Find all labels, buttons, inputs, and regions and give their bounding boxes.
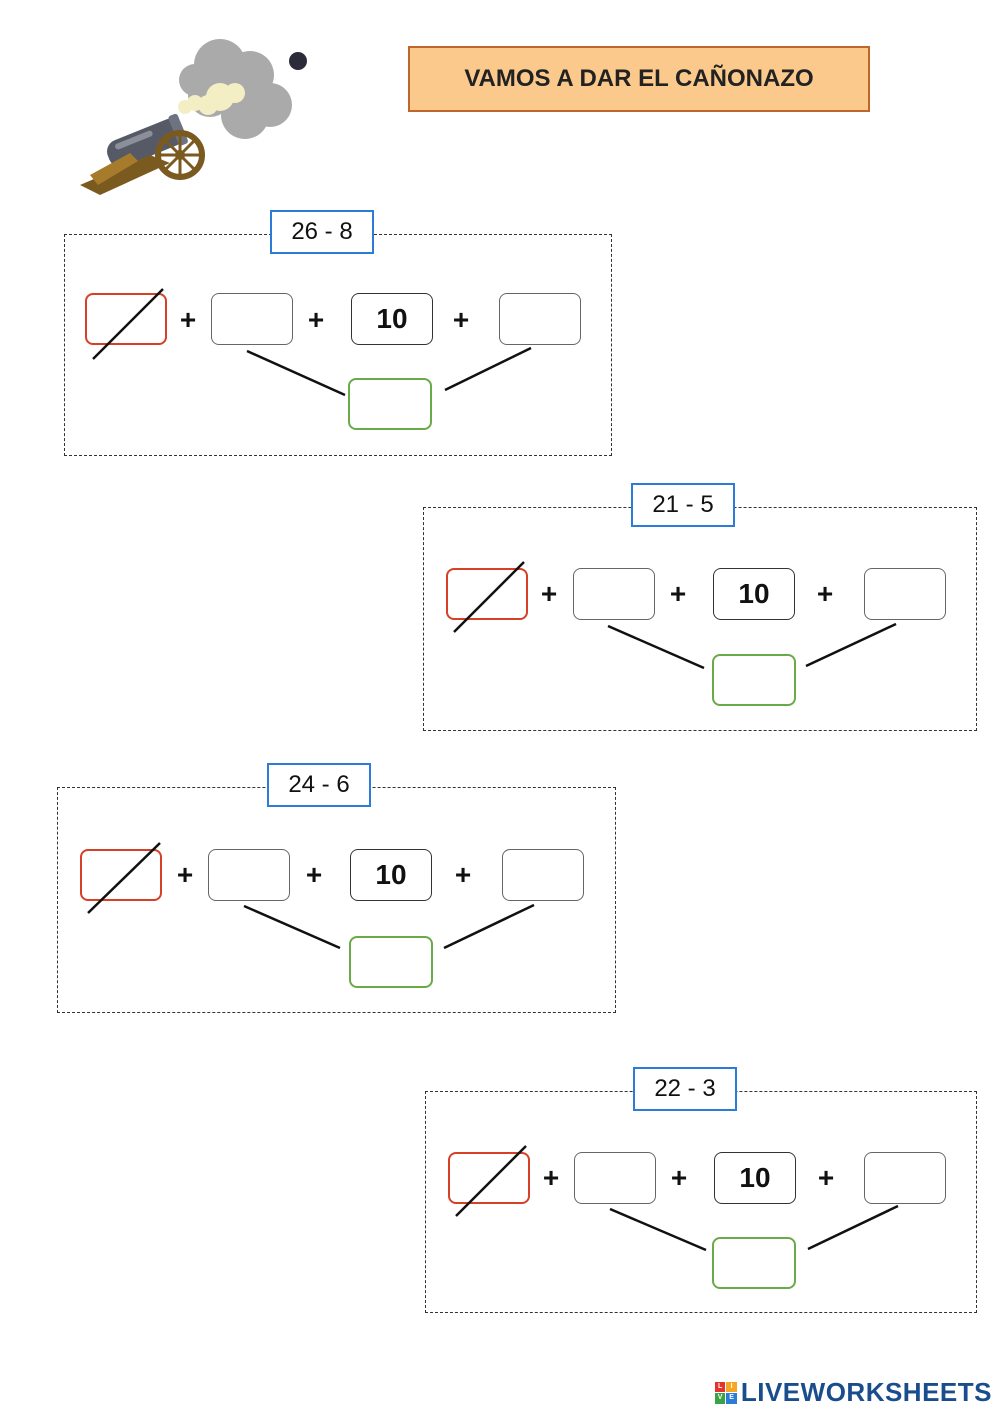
- brand-name: LIVEWORKSHEETS: [740, 1377, 992, 1407]
- plus-sign: +: [669, 578, 687, 609]
- plus-sign: +: [542, 1162, 560, 1193]
- strike-line-icon: [87, 842, 161, 914]
- plus-sign: +: [454, 859, 472, 890]
- operation-label: 22 - 3: [633, 1067, 737, 1111]
- operation-label: 24 - 6: [267, 763, 371, 807]
- answer-box-remaining-units[interactable]: [864, 568, 946, 620]
- plus-sign: +: [817, 1162, 835, 1193]
- answer-input[interactable]: [222, 304, 282, 334]
- crossed-out-box: [80, 842, 162, 914]
- answer-input[interactable]: [361, 947, 421, 977]
- tens-box: 10: [713, 568, 795, 620]
- plus-sign: +: [179, 304, 197, 335]
- result-box[interactable]: [712, 1237, 796, 1289]
- answer-input[interactable]: [360, 389, 420, 419]
- answer-input[interactable]: [584, 579, 644, 609]
- crossed-out-box: [85, 288, 167, 360]
- plus-sign: +: [305, 859, 323, 890]
- plus-sign: +: [452, 304, 470, 335]
- worksheet-title: VAMOS A DAR EL CAÑONAZO: [408, 46, 870, 112]
- crossed-out-box: [446, 561, 528, 633]
- liveworksheets-logo: L I V E LIVEWORKSHEETS: [714, 1377, 992, 1408]
- answer-input[interactable]: [585, 1163, 645, 1193]
- liveworksheets-mark-icon: L I V E: [714, 1381, 737, 1404]
- answer-box-remaining-units[interactable]: [864, 1152, 946, 1204]
- plus-sign: +: [816, 578, 834, 609]
- strike-line-icon: [92, 288, 164, 360]
- exercise-block: 21 - 5 + + 10 +: [423, 483, 977, 731]
- answer-box-remaining-units[interactable]: [502, 849, 584, 901]
- plus-sign: +: [670, 1162, 688, 1193]
- exercise-block: 26 - 8 + + 10 +: [64, 210, 612, 456]
- cannon-firing-icon: [80, 39, 307, 195]
- answer-box-units-part[interactable]: [573, 568, 655, 620]
- answer-input[interactable]: [513, 860, 573, 890]
- answer-input[interactable]: [724, 665, 784, 695]
- operation-label: 21 - 5: [631, 483, 735, 527]
- answer-input[interactable]: [724, 1248, 784, 1278]
- answer-input[interactable]: [510, 304, 570, 334]
- plus-sign: +: [307, 304, 325, 335]
- tens-box: 10: [351, 293, 433, 345]
- answer-input[interactable]: [875, 1163, 935, 1193]
- strike-line-icon: [455, 1145, 527, 1217]
- result-box[interactable]: [712, 654, 796, 706]
- plus-sign: +: [176, 859, 194, 890]
- result-box[interactable]: [348, 378, 432, 430]
- answer-input[interactable]: [219, 860, 279, 890]
- answer-box-remaining-units[interactable]: [499, 293, 581, 345]
- exercise-block: 24 - 6 + + 10 +: [57, 763, 616, 1013]
- answer-box-units-part[interactable]: [211, 293, 293, 345]
- crossed-out-box: [448, 1145, 530, 1217]
- operation-label: 26 - 8: [270, 210, 374, 254]
- answer-box-units-part[interactable]: [208, 849, 290, 901]
- answer-box-units-part[interactable]: [574, 1152, 656, 1204]
- result-box[interactable]: [349, 936, 433, 988]
- answer-input[interactable]: [875, 579, 935, 609]
- tens-box: 10: [350, 849, 432, 901]
- strike-line-icon: [453, 561, 525, 633]
- tens-box: 10: [714, 1152, 796, 1204]
- plus-sign: +: [540, 578, 558, 609]
- exercise-block: 22 - 3 + + 10 +: [425, 1067, 977, 1313]
